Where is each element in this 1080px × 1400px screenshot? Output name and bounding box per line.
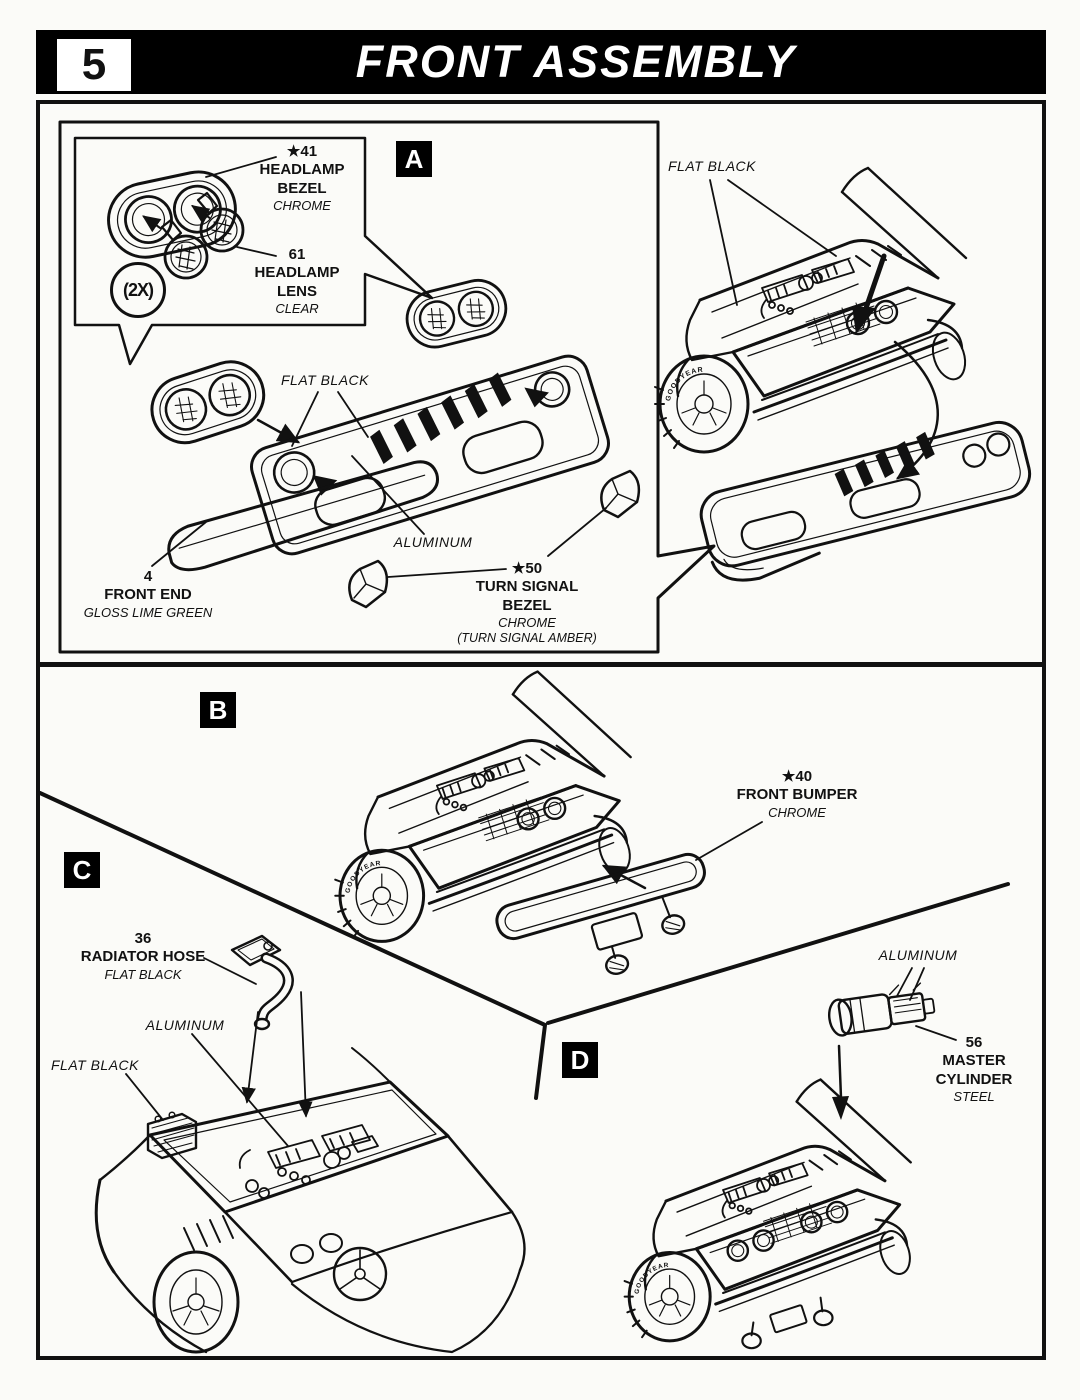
inset-callout-box [75,138,432,364]
leader-lines [126,157,956,1146]
car-c-illustration [96,1048,524,1352]
page-frame [36,100,1046,1360]
car-a-illustration: GOODYEAR [655,168,971,452]
front-bumper-drawing [493,851,725,1002]
step-number-box: 5 [54,36,134,94]
front-bumper-attached-drawing [163,458,445,576]
front-wheel-drawing: GOODYEAR [655,356,748,452]
label-front-bumper: ★40 FRONT BUMPER CHROME [702,768,892,820]
part-name: FRONT END [104,586,192,604]
part-finish: GLOSS LIME GREEN [83,604,213,620]
section-a-callout-box [60,122,714,652]
paint-callout-battery-flat-black: FLAT BLACK [51,1057,139,1073]
section-d-marker: D [562,1042,598,1078]
quantity-badge: (2X) [110,262,166,318]
part-finish: CHROME [768,804,826,820]
section-c-marker: C [64,852,100,888]
part-number: 4 [143,568,153,585]
page-title: FRONT ASSEMBLY [355,36,797,87]
part-note: (TURN SIGNAL AMBER) [457,630,597,645]
part-number: ★50 [511,560,543,577]
diagonal-divider-right [548,884,1008,1023]
front-end-install-arrow [895,342,938,480]
paint-callout-grille-flat-black: FLAT BLACK [281,372,369,388]
engine-drawing-c [240,1125,378,1198]
label-headlamp-bezel: ★41 HEADLAMP BEZEL CHROME [227,143,377,214]
engine-drawing [761,259,854,318]
part-finish: CLEAR [275,300,319,316]
part-name: FRONT BUMPER [736,786,858,804]
label-headlamp-lens: 61 HEADLAMP LENS CLEAR [222,246,372,317]
radiator-hose-drawing [232,936,288,1029]
steering-wheel-drawing [334,1248,386,1300]
part-finish: CHROME [273,197,331,213]
master-cylinder-drawing [826,981,936,1037]
hose-install-leader-2 [298,992,313,1118]
front-end-detached-drawing [694,410,1039,589]
section-b-letter: B [208,694,228,725]
car-d-extras [728,1230,833,1348]
part-name: HEADLAMP LENS [254,264,340,300]
step-number: 5 [81,40,107,89]
headlamp-lens-drawing [162,193,243,278]
part-number: 56 [965,1034,983,1051]
car-d-illustration [623,1078,917,1343]
grille-insert-arrowhead [852,306,876,334]
part-name: RADIATOR HOSE [80,948,206,966]
part-finish: STEEL [953,1088,995,1104]
label-master-cylinder: 56 MASTER CYLINDER STEEL [899,1034,1049,1105]
grille-slats [370,372,512,464]
front-wheel-drawing-c [154,1252,238,1352]
master-cyl-install-arrowhead [832,1096,849,1120]
car-b-illustration [333,670,637,943]
section-a-letter: A [404,143,424,174]
hose-install-leader-1 [241,1012,258,1104]
section-a-marker: A [396,141,432,177]
part-name: HEADLAMP BEZEL [259,161,345,197]
battery-drawing [148,1112,196,1158]
part-number: 61 [288,246,306,263]
label-turn-signal-bezel: ★50 TURN SIGNAL BEZEL CHROME (TURN SIGNA… [432,560,622,646]
section-divider [36,662,1046,667]
part-name: TURN SIGNAL BEZEL [475,578,579,614]
master-cyl-install-line [839,1046,841,1098]
paint-callout-master-cyl-aluminum: ALUMINUM [878,947,958,963]
paint-callout-grille-aluminum: ALUMINUM [393,534,473,550]
headlamp-bezel-pair-drawing [401,274,512,353]
part-number: 36 [134,930,152,947]
label-radiator-hose: 36 RADIATOR HOSE FLAT BLACK [43,930,243,982]
header-bar: FRONT ASSEMBLY 5 [36,30,1046,94]
bumper-install-arrow [601,866,645,888]
diagonal-divider-left [40,793,545,1098]
headlamp-assembly-drawing [143,353,272,451]
label-front-end: 4 FRONT END GLOSS LIME GREEN [63,568,233,620]
turn-signal-bezel-drawing [349,471,639,607]
part-finish: FLAT BLACK [104,966,182,982]
front-end-drawing [245,347,613,558]
part-number: ★41 [286,143,318,160]
section-b-marker: B [200,692,236,728]
part-finish: CHROME [498,614,556,630]
section-d-letter: D [570,1044,590,1075]
grille-insert-arrow [864,256,884,314]
section-c-letter: C [72,854,92,885]
part-number: ★40 [781,768,813,785]
paint-callout-cowl-flat-black: FLAT BLACK [668,158,756,174]
paint-callout-engine-aluminum: ALUMINUM [145,1017,225,1033]
grille-mesh [806,300,880,346]
part-name: MASTER CYLINDER [935,1052,1013,1088]
